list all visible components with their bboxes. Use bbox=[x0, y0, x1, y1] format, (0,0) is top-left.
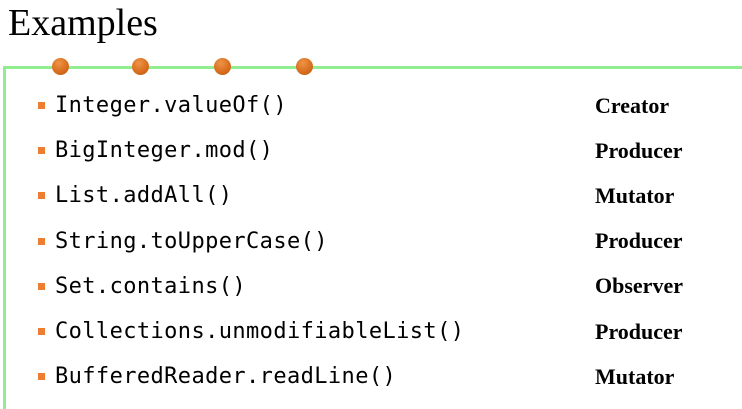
method-name: List.addAll() bbox=[55, 183, 233, 209]
decorative-dot-icon bbox=[296, 58, 313, 75]
method-name: BufferedReader.readLine() bbox=[55, 364, 397, 390]
square-bullet-icon bbox=[38, 282, 45, 290]
list-item: List.addAll() Mutator bbox=[38, 173, 742, 218]
method-name: String.toUpperCase() bbox=[55, 228, 328, 254]
method-name: Set.contains() bbox=[55, 273, 247, 299]
divider-line-vertical bbox=[3, 66, 6, 409]
method-name: BigInteger.mod() bbox=[55, 138, 274, 164]
category-label: Producer bbox=[595, 228, 683, 254]
decorative-dot-icon bbox=[214, 58, 231, 75]
method-name: Collections.unmodifiableList() bbox=[55, 319, 465, 345]
category-label: Producer bbox=[595, 318, 683, 344]
list-item: Set.contains() Observer bbox=[38, 264, 742, 309]
square-bullet-icon bbox=[38, 192, 45, 200]
category-label: Mutator bbox=[595, 182, 675, 208]
method-name: Integer.valueOf() bbox=[55, 93, 287, 119]
decorative-dot-icon bbox=[52, 58, 69, 75]
decorative-dot-icon bbox=[132, 58, 149, 75]
category-label: Producer bbox=[595, 137, 683, 163]
square-bullet-icon bbox=[38, 237, 45, 245]
square-bullet-icon bbox=[38, 328, 45, 336]
category-label: Mutator bbox=[595, 363, 675, 389]
square-bullet-icon bbox=[38, 102, 45, 110]
category-label: Observer bbox=[595, 273, 683, 299]
list-item: BufferedReader.readLine() Mutator bbox=[38, 354, 742, 399]
example-list: Integer.valueOf() Creator BigInteger.mod… bbox=[38, 83, 742, 399]
slide-title: Examples bbox=[8, 2, 158, 44]
list-item: String.toUpperCase() Producer bbox=[38, 219, 742, 264]
square-bullet-icon bbox=[38, 373, 45, 381]
square-bullet-icon bbox=[38, 147, 45, 155]
divider-line-horizontal bbox=[3, 66, 742, 69]
list-item: Collections.unmodifiableList() Producer bbox=[38, 309, 742, 354]
list-item: Integer.valueOf() Creator bbox=[38, 83, 742, 128]
category-label: Creator bbox=[595, 92, 670, 118]
list-item: BigInteger.mod() Producer bbox=[38, 128, 742, 173]
